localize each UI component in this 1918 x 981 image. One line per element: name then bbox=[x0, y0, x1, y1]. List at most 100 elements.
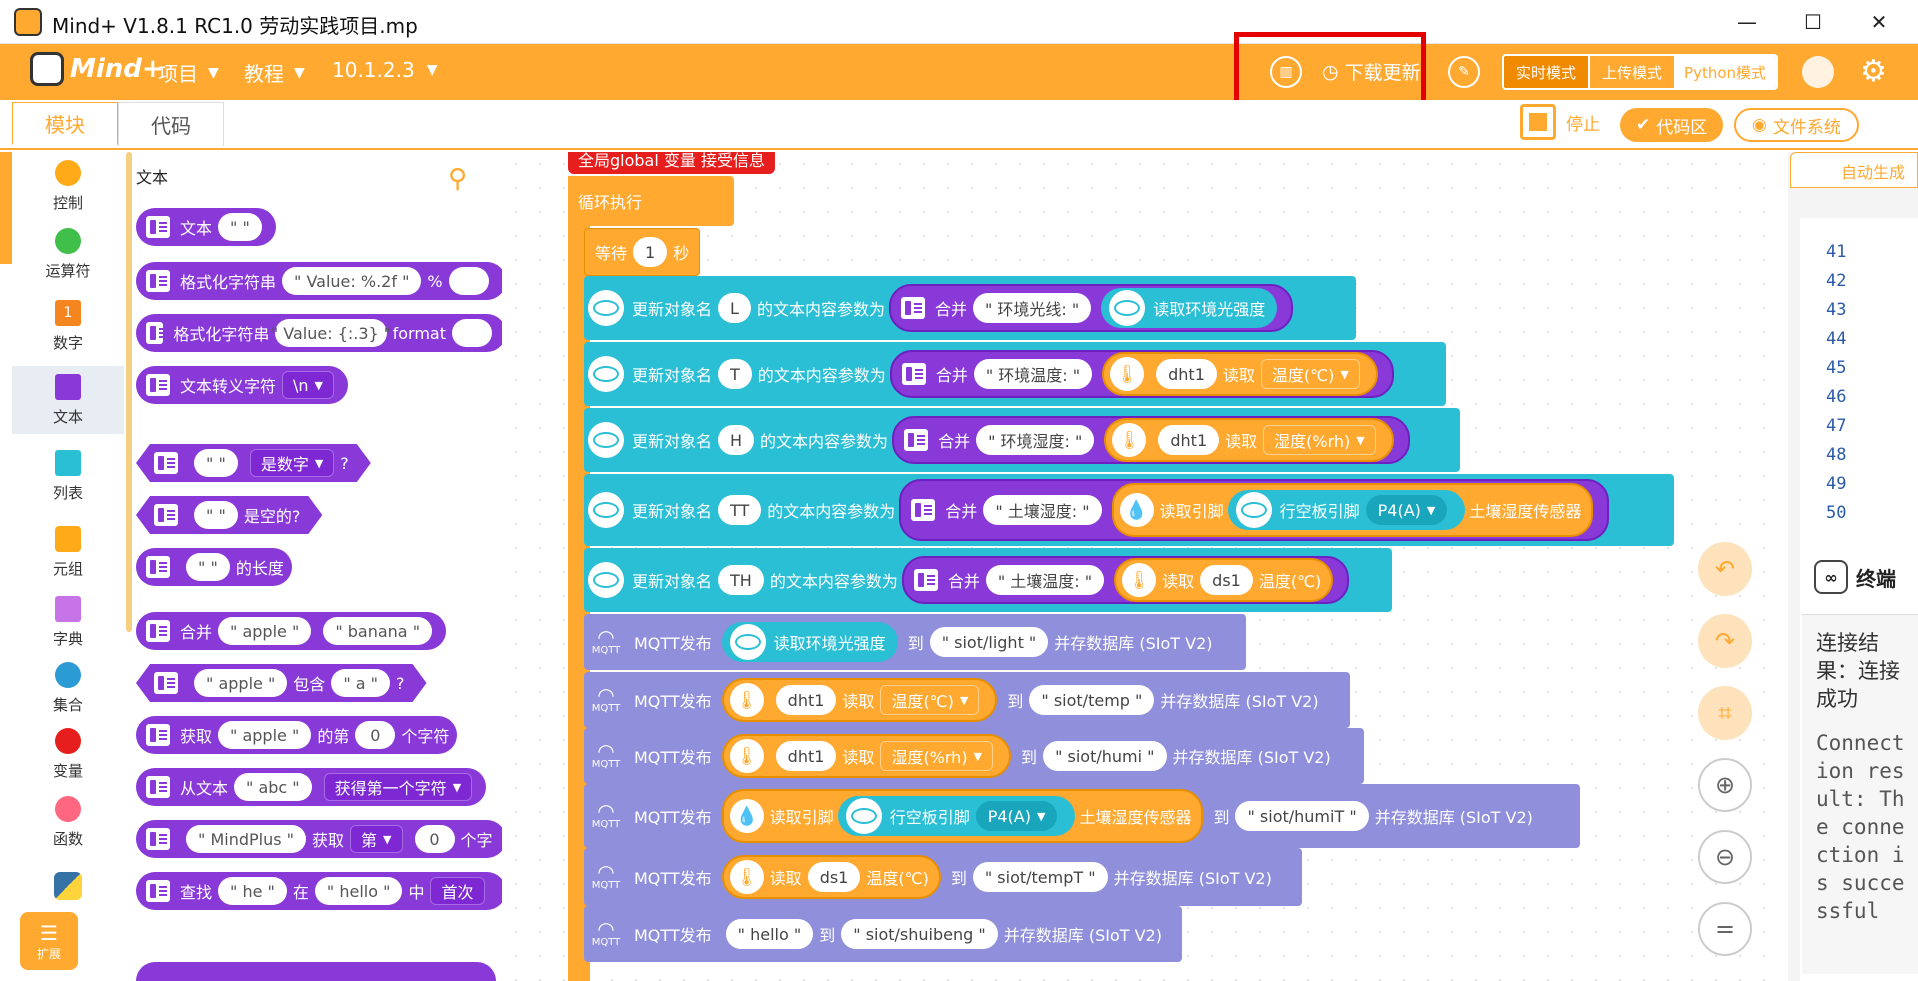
category-variable[interactable]: 变量 bbox=[12, 720, 124, 788]
category-operators[interactable]: 运算符 bbox=[12, 220, 124, 288]
text-block-icon bbox=[146, 828, 170, 850]
block-find[interactable]: 查找" he "在" hello "中首次 bbox=[136, 872, 502, 910]
block-escape[interactable]: 文本转义字符\n▼ bbox=[136, 366, 349, 404]
global-variable-block[interactable]: 全局global 变量 接受信息 bbox=[568, 152, 775, 174]
block-from-text[interactable]: 从文本" abc "获得第一个字符▼ bbox=[136, 768, 487, 806]
avatar[interactable] bbox=[1802, 56, 1834, 88]
menu-device[interactable]: 10.1.2.3▼ bbox=[332, 58, 438, 82]
category-list[interactable]: 列表 bbox=[12, 442, 124, 510]
auto-gen-tab[interactable]: 自动生成 bbox=[1790, 152, 1918, 188]
text-block-icon bbox=[900, 297, 925, 319]
gear-icon[interactable]: ⚙ bbox=[1860, 54, 1887, 89]
block-text[interactable]: 文本" " bbox=[136, 208, 276, 246]
read-light-block[interactable]: 读取环境光强度 bbox=[1101, 288, 1278, 328]
category-text[interactable]: 文本 bbox=[12, 366, 124, 434]
zoom-in-icon[interactable]: ⊕ bbox=[1698, 758, 1752, 812]
loop-block[interactable]: 循环执行 bbox=[568, 176, 734, 226]
stop-button[interactable]: 停止 bbox=[1520, 104, 1600, 140]
window-title: Mind+ V1.8.1 RC1.0 劳动实践项目.mp bbox=[52, 14, 418, 38]
realtime-mode-button[interactable]: 实时模式 bbox=[1504, 56, 1589, 88]
upload-mode-button[interactable]: 上传模式 bbox=[1588, 56, 1675, 88]
read-light-block[interactable]: 读取环境光强度 bbox=[721, 622, 898, 662]
maximize-button[interactable]: ☐ bbox=[1804, 10, 1822, 34]
redo-icon[interactable]: ↷ bbox=[1698, 614, 1752, 668]
block-partial[interactable] bbox=[136, 962, 496, 981]
python-mode-button[interactable]: Python模式 bbox=[1674, 56, 1777, 88]
pin-icon[interactable]: ⚲ bbox=[448, 164, 468, 194]
unihiker-icon bbox=[588, 422, 624, 458]
list-icon bbox=[55, 449, 81, 476]
operators-dot-icon bbox=[55, 227, 81, 254]
stats-icon[interactable]: ▥ bbox=[1270, 56, 1302, 88]
extension-button[interactable]: ☰扩展 bbox=[20, 912, 78, 970]
tab-blocks[interactable]: 模块 bbox=[12, 102, 118, 146]
unihiker-icon bbox=[845, 798, 882, 834]
crop-icon[interactable]: ⌗ bbox=[1698, 686, 1752, 740]
minimize-button[interactable]: — bbox=[1737, 10, 1757, 34]
category-tuple[interactable]: 元组 bbox=[12, 518, 124, 586]
menu-tutorial[interactable]: 教程▼ bbox=[244, 62, 305, 86]
unihiker-icon bbox=[1235, 492, 1272, 528]
tab-code[interactable]: 代码 bbox=[118, 102, 224, 146]
python-icon[interactable] bbox=[54, 872, 82, 900]
zoom-reset-icon[interactable]: = bbox=[1698, 902, 1752, 956]
chevron-down-icon: ▼ bbox=[426, 62, 438, 78]
block-is-empty[interactable]: " "是空的? bbox=[136, 496, 322, 534]
block-join[interactable]: 合并" apple "" banana " bbox=[136, 612, 447, 650]
zoom-out-icon[interactable]: ⊖ bbox=[1698, 830, 1752, 884]
text-block-icon bbox=[901, 363, 926, 385]
chevron-down-icon: ▼ bbox=[314, 456, 324, 470]
category-function[interactable]: 函数 bbox=[12, 788, 124, 856]
download-update-button[interactable]: ◷下载更新 bbox=[1322, 60, 1421, 85]
block-format-1[interactable]: 格式化字符串" Value: %.2f "% bbox=[136, 262, 502, 300]
block-contains[interactable]: " apple "包含" a "? bbox=[136, 664, 427, 702]
category-control[interactable]: 控制 bbox=[12, 152, 124, 220]
block-length[interactable]: " "的长度 bbox=[136, 548, 292, 586]
undo-icon[interactable]: ↶ bbox=[1698, 542, 1752, 596]
top-toolbar: Mind+ 项目▼ 教程▼ 10.1.2.3▼ ▥ ◷下载更新 ✎ 实时模式 上… bbox=[0, 44, 1918, 100]
join-block[interactable]: 合并" 环境光线: "读取环境光强度 bbox=[888, 284, 1294, 332]
block-is-number[interactable]: " "是数字▼? bbox=[136, 444, 371, 482]
close-button[interactable]: ✕ bbox=[1870, 10, 1888, 34]
check-icon: ✔ bbox=[1636, 115, 1651, 135]
file-system-button[interactable]: ◉文件系统 bbox=[1734, 108, 1859, 142]
block-format-2[interactable]: 格式化字符串" Value: {:.3} "format bbox=[136, 314, 502, 352]
category-set[interactable]: 集合 bbox=[12, 654, 124, 722]
menu-project[interactable]: 项目▼ bbox=[158, 62, 219, 86]
palette-scrollbar[interactable] bbox=[126, 152, 132, 632]
category-dict[interactable]: 字典 bbox=[12, 588, 124, 656]
code-area-button[interactable]: ✔代码区 bbox=[1620, 108, 1724, 142]
edit-icon[interactable]: ✎ bbox=[1448, 56, 1480, 88]
